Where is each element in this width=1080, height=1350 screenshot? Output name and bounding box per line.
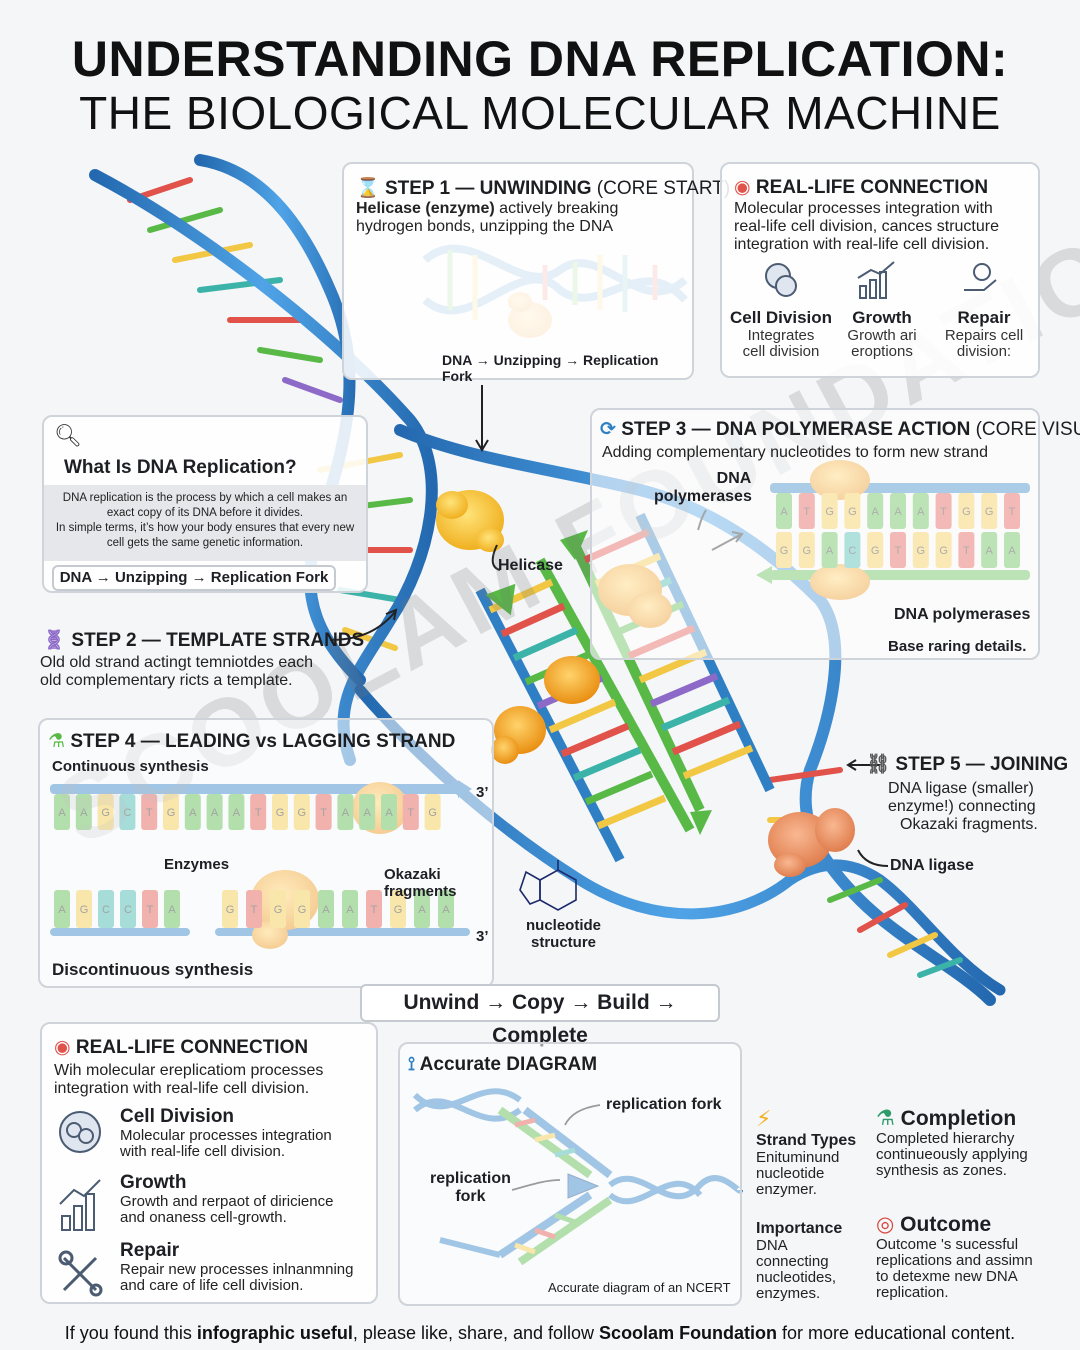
strand-types-block: ⚡︎ Strand Types Enituminund nucleotide e… xyxy=(756,1106,857,1198)
repair-icon xyxy=(964,263,997,291)
lightning-icon: ⚡︎ xyxy=(756,1106,772,1131)
reallife-bottom-icons xyxy=(58,1111,103,1297)
reallife-bottom-card: ◉ REAL-LIFE CONNECTION Wih molecular ere… xyxy=(40,1022,378,1304)
reallife-top-title-row: ◉ REAL-LIFE CONNECTION xyxy=(734,177,989,198)
brain-icon: ◉ xyxy=(54,1037,71,1058)
polymerase-blob-2 xyxy=(491,656,600,764)
what-is-card: 🔍︎ What Is DNA Replication? DNA replicat… xyxy=(42,415,368,593)
step1-caption: DNA → Unzipping → Replication Fork xyxy=(442,352,659,384)
step5-title-row: ⛓︎ STEP 5 — JOINING xyxy=(866,754,1069,775)
step3-label-dna-polymerases-bottom: DNA polymerases xyxy=(894,606,1031,623)
step1-description: Helicase (enzyme) actively breaking hydr… xyxy=(356,200,619,235)
helicase-label: Helicase xyxy=(498,557,563,574)
step4-card: ⚗︎ STEP 4 — LEADING vs LAGGING STRAND Co… xyxy=(38,718,494,988)
reallife-top-item-growth: Growth Growth ari eroptions xyxy=(847,308,917,360)
lagging-prime-label: 3’ xyxy=(476,928,489,945)
reallife-top-item-cell-division: Cell Division Integrates cell division xyxy=(729,308,833,360)
step3-card: ⟳ STEP 3 — DNA POLYMERASE ACTION (CORE V… xyxy=(590,408,1080,660)
target-icon: ◎ xyxy=(876,1213,895,1236)
accurate-caption: Accurate diagram of an NCERT xyxy=(548,1280,731,1295)
repair-icon xyxy=(58,1250,103,1297)
outcome-block: ◎ Outcome Outcome 's sucessful replicati… xyxy=(876,1213,1033,1301)
growth-icon xyxy=(857,261,895,299)
hourglass-icon: ⌛ xyxy=(356,178,380,199)
reallife-bottom-description: Wih molecular ereplicatiom processes int… xyxy=(54,1062,324,1097)
flask-icon: ⚗︎ xyxy=(876,1107,895,1130)
replication-fork-top-label: replication fork xyxy=(606,1096,722,1113)
brain-icon: ◉ xyxy=(734,177,751,198)
step5-description: DNA ligase (smaller) enzyme!) connecting… xyxy=(888,780,1038,833)
page-title: UNDERSTANDING DNA REPLICATION: xyxy=(71,31,1009,87)
reallife-bottom-item-growth: Growth Growth and rerpaot of diricience … xyxy=(120,1172,334,1226)
reallife-top-item-repair: Repair Repairs cell division: xyxy=(944,308,1024,360)
importance-block: Importance DNA connecting nucleotides, e… xyxy=(756,1220,843,1302)
what-is-title: What Is DNA Replication? xyxy=(64,457,297,478)
growth-icon xyxy=(59,1179,101,1231)
nucleotide-structure-icon xyxy=(519,860,577,911)
magnifier-icon: 🔍︎ xyxy=(54,423,82,448)
footer-brand: Scoolam Foundation xyxy=(599,1323,778,1343)
reallife-top-icons xyxy=(765,261,997,299)
step3-title-row: ⟳ STEP 3 — DNA POLYMERASE ACTION (CORE V… xyxy=(600,419,1080,440)
cell-division-icon xyxy=(59,1111,101,1153)
link-icon: ⛓︎ xyxy=(866,754,891,775)
step1-card: ⌛ STEP 1 — UNWINDING (CORE START) Helica… xyxy=(342,162,730,384)
what-is-definition: DNA replication is the process by which … xyxy=(44,485,366,561)
leading-prime-label: 3’ xyxy=(476,784,489,801)
reallife-top-card: ◉ REAL-LIFE CONNECTION Molecular process… xyxy=(720,162,1040,378)
process-flow-pill: Unwind → Copy → Build → Complete xyxy=(360,984,720,1047)
test-tube-icon: ⚗︎ xyxy=(48,731,66,752)
parent-helix xyxy=(89,154,1006,1006)
step4-title-row: ⚗︎ STEP 4 — LEADING vs LAGGING STRAND xyxy=(48,731,456,752)
step3-label-polymerases: polymerases xyxy=(654,488,752,505)
refresh-icon: ⟳ xyxy=(600,419,616,440)
reallife-bottom-item-repair: Repair Repair new processes inlnanmning … xyxy=(120,1240,354,1294)
dna-ligase-label: DNA ligase xyxy=(890,857,974,874)
enzymes-label: Enzymes xyxy=(164,856,230,873)
step3-description: Adding complementary nucleotides to form… xyxy=(602,444,988,461)
ligase-blob xyxy=(768,808,855,877)
okazaki-fragments-label: Okazaki fragments xyxy=(384,866,457,900)
what-is-caption: DNA → Unzipping → Replication Fork xyxy=(52,565,336,591)
pipette-icon: ⟟ xyxy=(408,1054,416,1075)
step3-label-base-pairing: Base raring details. xyxy=(888,638,1027,655)
step1-title: ⌛ STEP 1 — UNWINDING (CORE START) xyxy=(356,178,731,199)
reallife-bottom-title-row: ◉ REAL-LIFE CONNECTION xyxy=(54,1037,309,1058)
completion-block: ⚗︎ Completion Completed hierarchy contin… xyxy=(876,1107,1028,1179)
footer-text: If you found this infographic useful, pl… xyxy=(64,1323,1016,1343)
accurate-diagram-card: ⟟ Accurate DIAGRAM replication fork repl… xyxy=(398,1042,742,1306)
reallife-top-description: Molecular processes integration with rea… xyxy=(734,200,999,253)
cell-division-icon xyxy=(765,263,797,297)
step3-label-dna-polymerases: DNA xyxy=(716,470,752,487)
reallife-bottom-item-cell-division: Cell Division Molecular processes integr… xyxy=(120,1106,332,1160)
accurate-title-row: ⟟ Accurate DIAGRAM xyxy=(408,1054,598,1075)
page-subtitle: THE BIOLOGICAL MOLECULAR MACHINE xyxy=(79,87,1001,139)
discontinuous-synthesis-label: Discontinuous synthesis xyxy=(52,960,254,979)
continuous-synthesis-label: Continuous synthesis xyxy=(52,758,209,775)
step2-title-row: 🧬︎ STEP 2 — TEMPLATE STRANDS xyxy=(42,630,365,651)
dna-icon: 🧬︎ xyxy=(42,630,67,651)
